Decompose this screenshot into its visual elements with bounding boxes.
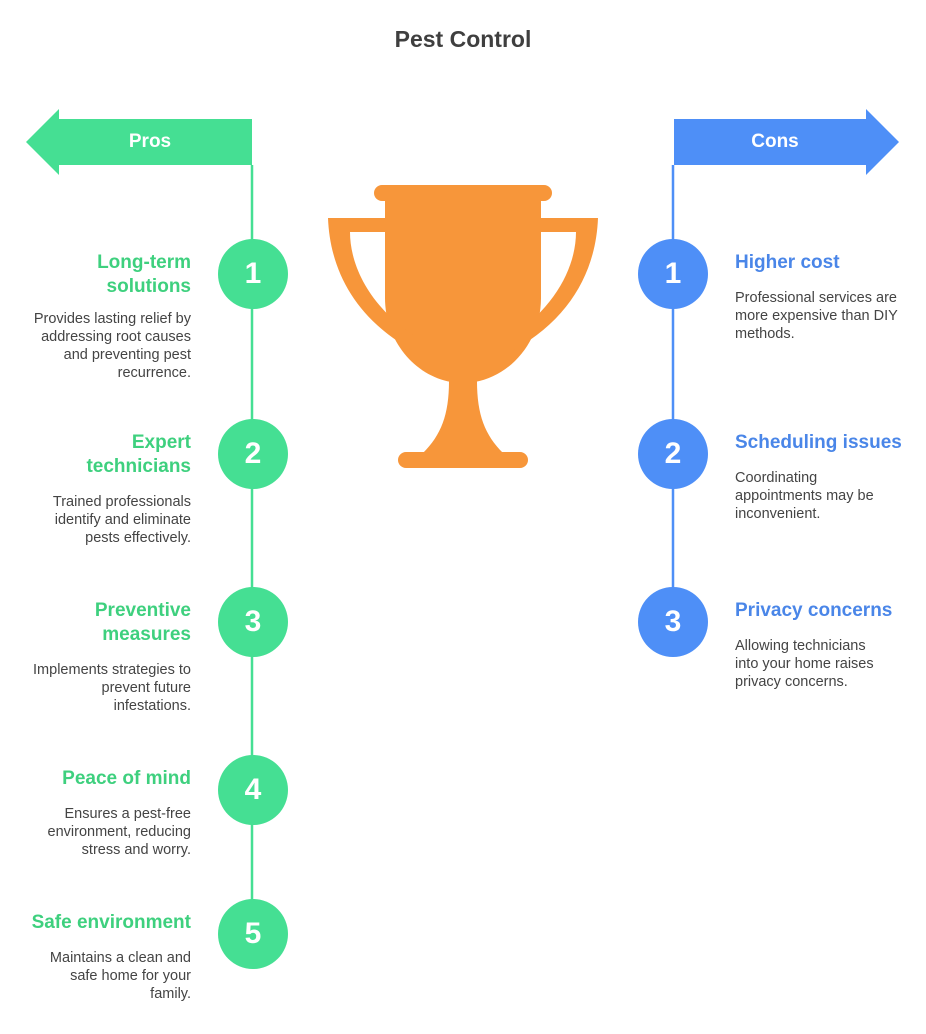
con-description: Allowing technicians into your home rais… [735,638,874,690]
cons-arrow-label: Cons [751,131,799,152]
con-title: Privacy concerns [735,600,893,621]
pro-number-badge: 5 [218,899,288,969]
pros-arrow-label: Pros [128,131,172,152]
con-title: Higher cost [735,252,840,273]
con-description: Professional services are more expensive… [735,290,898,342]
pro-description: Maintains a clean and safe home for your… [49,950,191,1002]
con-number-badge: 2 [638,419,708,489]
con-title: Scheduling issues [735,432,902,453]
con-number-badge: 1 [638,239,708,309]
pros-arrow-shape [26,109,252,175]
pro-number-badge: 2 [218,419,288,489]
pro-description: Trained professionals identify and elimi… [52,494,191,546]
pro-title: Safe environment [31,912,191,933]
con-number-badge: 3 [638,587,708,657]
pro-number-badge: 4 [218,755,288,825]
con-description: Coordinating appointments may be inconve… [735,470,874,522]
pro-title: Peace of mind [62,768,191,789]
pro-description: Implements strategies to prevent future … [33,662,191,714]
pro-title: Preventive measures [94,600,191,645]
pro-number-badge: 3 [218,587,288,657]
pro-title: Long-term solutions [97,252,191,297]
trophy-icon [328,185,598,468]
page-title: Pest Control [394,26,532,52]
pro-description: Provides lasting relief by addressing ro… [33,311,191,381]
cons-arrow-shape [674,109,899,175]
pro-number-badge: 1 [218,239,288,309]
pro-title: Expert technicians [86,432,191,477]
pro-description: Ensures a pest-free environment, reducin… [47,806,191,858]
